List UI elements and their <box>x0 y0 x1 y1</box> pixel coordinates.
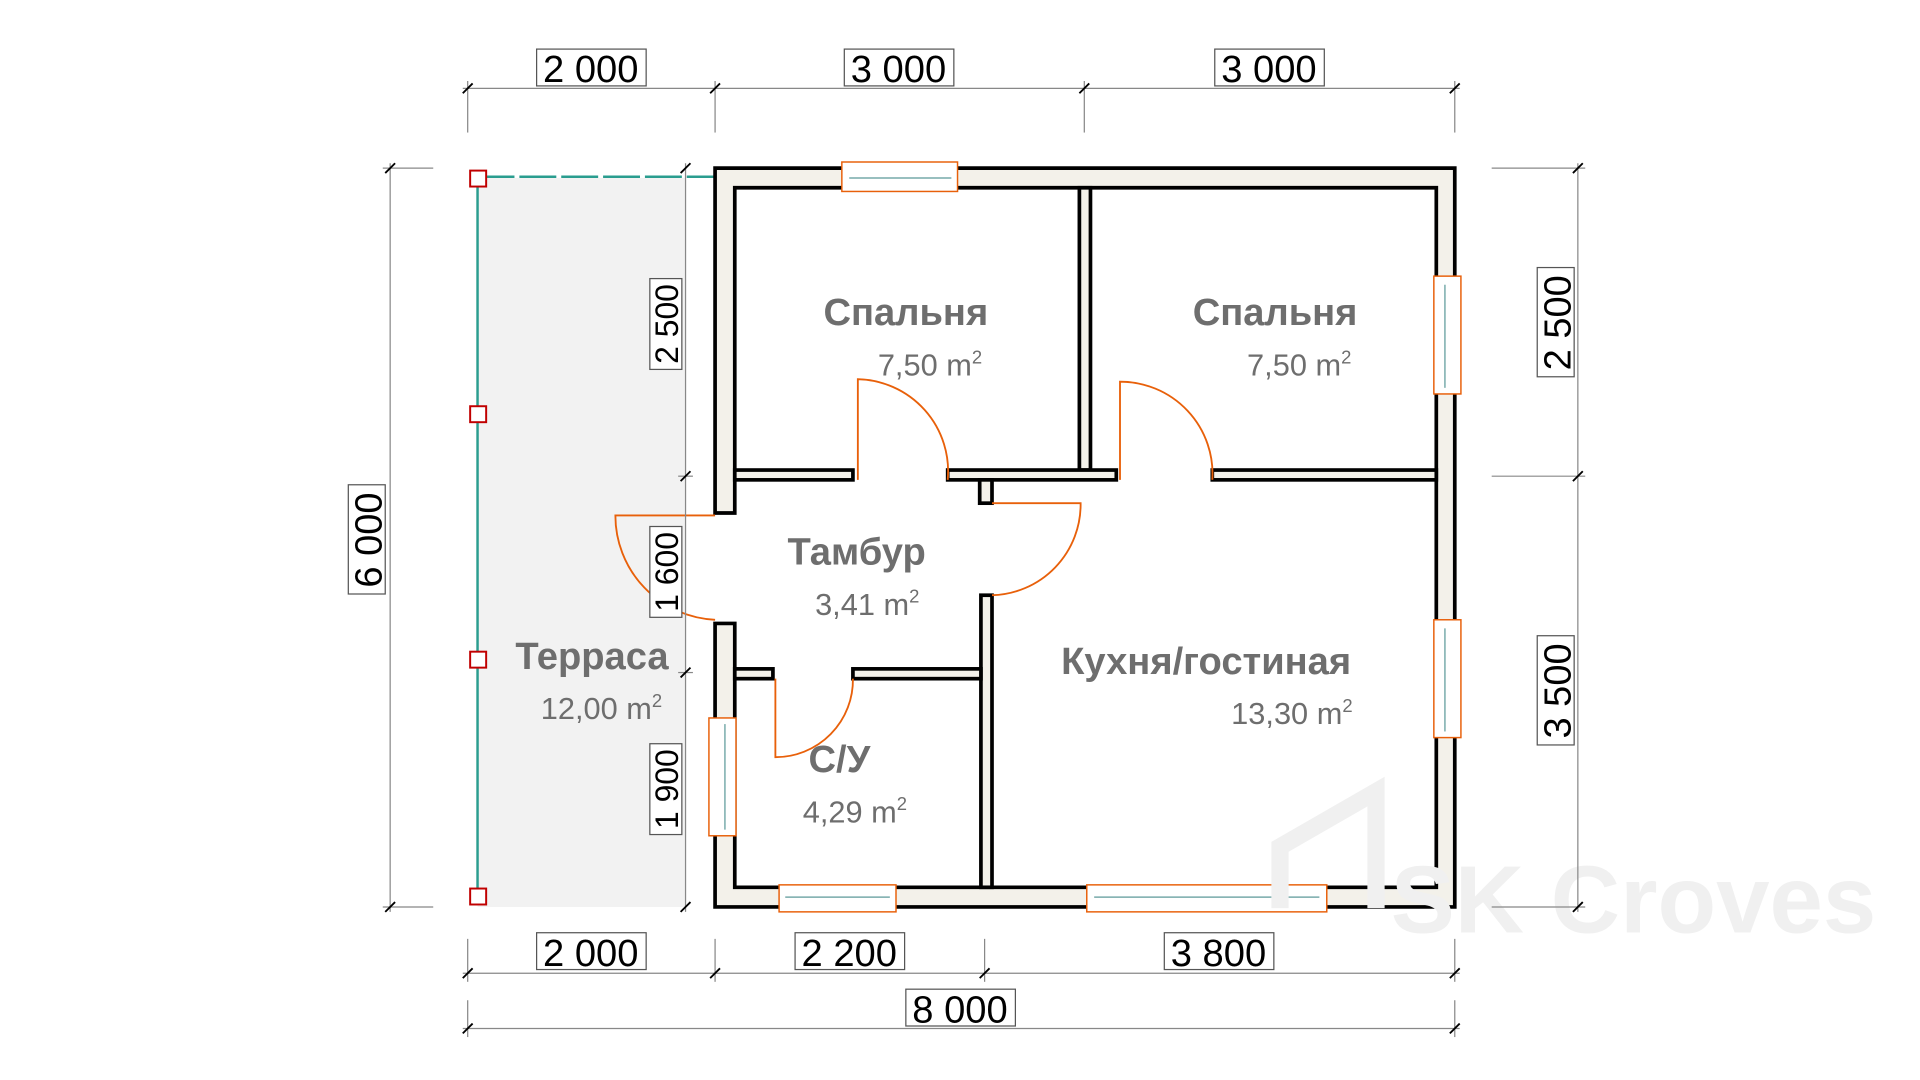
window-icon <box>778 884 897 913</box>
dim-total-width: 8 000 <box>905 988 1016 1031</box>
dim-left-total: 6 000 <box>347 484 391 595</box>
room-name: Спальня <box>823 292 988 334</box>
wall-wc1 <box>732 667 775 681</box>
dim-top-1: 2 000 <box>536 48 647 91</box>
room-name: С/У <box>808 739 871 781</box>
dim-top-2: 3 000 <box>843 48 955 91</box>
dim-left-inner-3: 1 900 <box>649 743 685 836</box>
svg-text:8 000: 8 000 <box>912 989 1007 1031</box>
door-entrance <box>614 514 716 621</box>
room-name: Тамбур <box>787 532 925 574</box>
svg-text:1 900: 1 900 <box>649 749 685 829</box>
window-icon <box>1433 619 1462 739</box>
dim-top-3: 3 000 <box>1214 48 1325 91</box>
room-area: 13,30 m2 <box>1231 695 1352 731</box>
svg-text:2 200: 2 200 <box>802 933 897 975</box>
room-name: Кухня/гостиная <box>1061 641 1351 683</box>
svg-text:2 500: 2 500 <box>649 284 685 364</box>
wall-kitchen <box>979 593 994 890</box>
room-labels: Спальня 7,50 m2 Спальня 7,50 m2 Тамбур 3… <box>515 292 1357 829</box>
svg-text:2 500: 2 500 <box>1537 275 1579 370</box>
room-area: 12,00 m2 <box>541 690 662 726</box>
wall-h3 <box>1210 468 1439 482</box>
door-kitchen <box>991 502 1082 597</box>
svg-text:2 000: 2 000 <box>543 933 638 975</box>
dim-right-1: 2 500 <box>1536 266 1579 378</box>
doors <box>614 378 1214 759</box>
dim-left-inner-1: 2 500 <box>649 277 685 371</box>
wall-h1 <box>732 468 855 482</box>
room-area: 7,50 m2 <box>878 346 982 382</box>
dimension-ticks <box>384 82 1584 1035</box>
dimension-lines <box>382 81 1586 1038</box>
dim-bottom-1: 2 000 <box>536 932 647 975</box>
svg-text:6 000: 6 000 <box>348 492 390 587</box>
room-area: 3,41 m2 <box>815 586 919 622</box>
post-icon <box>469 169 488 188</box>
svg-text:3 800: 3 800 <box>1171 933 1266 975</box>
terrace-posts <box>469 169 488 906</box>
door-bedroom2 <box>1119 380 1214 480</box>
room-area: 4,29 m2 <box>803 793 907 829</box>
svg-text:SK Croves: SK Croves <box>1391 847 1877 954</box>
wall-h2 <box>945 468 1119 482</box>
wall-stub <box>977 478 994 506</box>
wall-wc2 <box>851 667 983 681</box>
svg-text:3 000: 3 000 <box>851 49 946 91</box>
door-wc <box>774 678 854 759</box>
window-icon <box>841 161 959 193</box>
svg-text:3 000: 3 000 <box>1221 49 1316 91</box>
post-icon <box>469 887 488 906</box>
door-bedroom1 <box>856 378 950 480</box>
dimension-labels: 2 000 3 000 3 000 2 000 2 200 3 800 8 00… <box>347 48 1579 1031</box>
outer-wall <box>713 166 1457 909</box>
svg-text:1 600: 1 600 <box>649 532 685 612</box>
room-name: Терраса <box>515 636 669 678</box>
window-icon <box>1433 275 1462 395</box>
post-icon <box>469 650 488 669</box>
svg-text:3 500: 3 500 <box>1537 643 1579 738</box>
wall-bedrooms <box>1077 185 1093 472</box>
watermark-logo: SK Croves <box>1271 776 1877 954</box>
dim-right-2: 3 500 <box>1536 635 1579 746</box>
window-icon <box>1086 884 1328 913</box>
window-icon <box>708 717 737 837</box>
svg-text:2 000: 2 000 <box>543 49 638 91</box>
dim-bottom-2: 2 200 <box>794 932 906 975</box>
dim-bottom-3: 3 800 <box>1163 932 1275 975</box>
room-area: 7,50 m2 <box>1247 346 1351 382</box>
post-icon <box>469 405 488 424</box>
room-name: Спальня <box>1193 292 1358 334</box>
dim-left-inner-2: 1 600 <box>649 525 685 618</box>
